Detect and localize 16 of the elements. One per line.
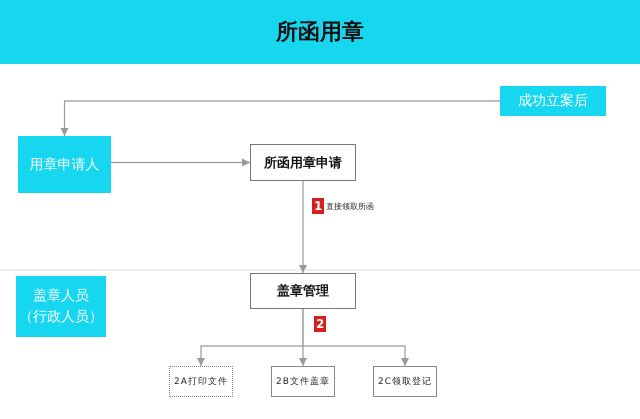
process-box: 盖章管理 [250, 273, 356, 309]
task-box: 2B文件盖章 [271, 366, 335, 397]
arrow [299, 181, 307, 273]
task-box: 2C领取登记 [373, 366, 437, 397]
step-badge: 2 [314, 316, 326, 332]
step-badge: 1 [312, 198, 324, 214]
edge-label: 直接领取所函 [325, 201, 375, 212]
arrow [302, 309, 409, 366]
arrow [60, 100, 500, 136]
process-box: 所函用章申请 [250, 144, 356, 181]
task-box: 2A打印文件 [169, 366, 233, 397]
title: 所函用章 [276, 19, 364, 47]
status-box: 成功立案后 [500, 86, 606, 116]
role-box: 用章申请人 [18, 136, 111, 193]
arrow [111, 158, 250, 166]
role-box: 盖章人员（行政人员） [16, 276, 106, 337]
